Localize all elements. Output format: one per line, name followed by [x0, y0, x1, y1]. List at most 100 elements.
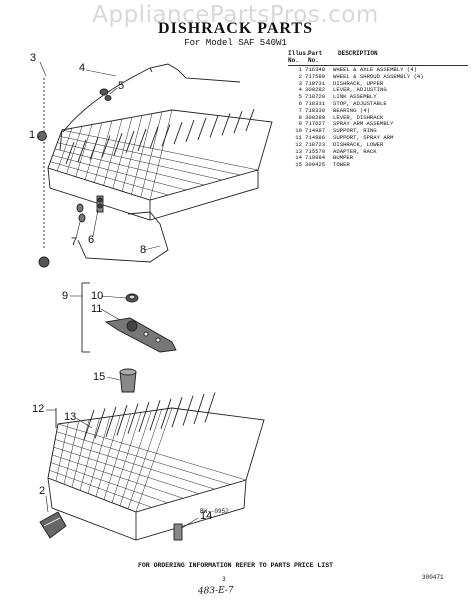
rack-wire: [182, 395, 194, 426]
rack-wire: [55, 439, 215, 490]
callout-13: 13: [64, 411, 77, 423]
rack-wire: [57, 423, 247, 481]
callout-7: 7: [71, 236, 78, 248]
page-number: 3: [222, 576, 226, 583]
rack-wire: [47, 423, 59, 479]
description-cell: DISHRACK, UPPER: [333, 79, 384, 87]
callout-9: 9: [62, 290, 69, 302]
part-no-cell: 714986: [305, 133, 326, 141]
page-title: DISHRACK PARTS: [158, 20, 313, 37]
rack-wire: [149, 126, 159, 149]
callout-12: 12: [32, 403, 45, 415]
header-rule: [288, 65, 468, 66]
rack-wire: [57, 142, 223, 181]
upper-wheel-front: [37, 131, 47, 141]
rack-wire: [53, 446, 199, 494]
description-cell: LEVER, ADJUSTING: [333, 86, 387, 94]
lower-rack-tines: [83, 392, 216, 441]
rack-wire: [94, 120, 113, 183]
parts-table-header: Illus. No. Part No. DESCRIPTION: [288, 50, 468, 64]
rack-wire: [185, 119, 195, 143]
rack-wire: [127, 403, 139, 434]
rack-wire: [149, 400, 161, 431]
rack-wire: [173, 122, 183, 145]
rack-wire: [135, 407, 173, 513]
rack-wire: [56, 431, 231, 485]
illus-no-cell: 3: [298, 79, 302, 87]
rack-wire: [193, 393, 205, 425]
part-no-cell: 718331: [305, 99, 326, 107]
header-illus-label: Illus. No.: [288, 50, 310, 64]
part-no-cell: 718723: [305, 140, 326, 148]
description-cell: BEARING (4): [333, 106, 370, 114]
lower-rack-grid: [47, 407, 247, 513]
part-no-cell: 718731: [305, 79, 326, 87]
tower-part: [119, 368, 137, 393]
rack-wire: [52, 454, 184, 499]
callout-2: 2: [39, 485, 46, 497]
rack-wire: [79, 418, 100, 491]
rack-wire: [105, 406, 117, 437]
rack-wire: [59, 136, 241, 176]
rack-wire: [171, 397, 183, 428]
illus-no-cell: 7: [298, 106, 302, 114]
description-cell: SUPPORT, RING: [333, 127, 377, 135]
rack-wire: [50, 161, 169, 196]
part-no-cell: 300280: [305, 113, 326, 121]
wheel-shroud-assembly: [39, 511, 67, 539]
part-no-cell: 717589: [305, 72, 326, 80]
description-cell: TOWER: [333, 161, 350, 169]
handwritten-note: 483-E-7: [197, 585, 234, 597]
rack-wire: [127, 409, 162, 509]
bumper-part: [173, 523, 183, 541]
rack-wire: [87, 416, 111, 494]
adjusting-lever-wire: [62, 63, 241, 133]
upper-rack-grid: [47, 109, 259, 201]
rack-wire: [112, 117, 133, 189]
rack-wire: [77, 139, 87, 162]
upper-wheel-rear: [38, 256, 50, 268]
description-cell: SUPPORT, SPRAY ARM: [333, 133, 394, 141]
ordering-footer: FOR ORDERING INFORMATION REFER TO PARTS …: [137, 562, 334, 569]
illus-no-cell: 14: [295, 154, 302, 162]
illus-no-cell: 9: [298, 120, 302, 128]
rack-wire: [65, 141, 75, 165]
rack-wire: [50, 462, 168, 504]
upper-dishrack-basket: [47, 109, 273, 221]
rack-wire: [149, 109, 173, 201]
rack-wire: [209, 115, 219, 138]
illus-no-cell: 5: [298, 93, 302, 101]
rack-wire: [119, 410, 152, 506]
header-part-no: Part No.: [308, 50, 323, 64]
spray-arm-bracket: [81, 282, 90, 353]
header-description: DESCRIPTION: [338, 50, 378, 57]
rack-wire: [55, 422, 69, 482]
illus-no-cell: 4: [298, 86, 302, 94]
callout-11: 11: [91, 303, 103, 315]
illus-no-cell: 13: [295, 147, 302, 155]
callout-5: 5: [118, 80, 125, 92]
part-no-cell: 300282: [305, 86, 326, 94]
rack-wire: [197, 117, 207, 140]
rack-wire: [221, 113, 231, 136]
rack-wire: [84, 122, 103, 180]
rack-wire: [57, 128, 73, 171]
description-cell: STOP, ADJUSTABLE: [333, 99, 387, 107]
rack-wire: [103, 413, 131, 500]
description-cell: LINK ASSEMBLY: [333, 93, 377, 101]
rack-wire: [71, 419, 90, 488]
description-cell: ADAPTER, RACK: [333, 147, 377, 155]
description-cell: WHEEL & AXLE ASSEMBLY (4): [333, 66, 417, 73]
illus-no-cell: 6: [298, 99, 302, 107]
rack-wire: [140, 111, 163, 198]
rack-wire: [75, 124, 93, 177]
callout-15: 15: [93, 371, 106, 383]
dishrack-lever-wire: [77, 211, 169, 263]
rack-wire: [125, 130, 135, 154]
